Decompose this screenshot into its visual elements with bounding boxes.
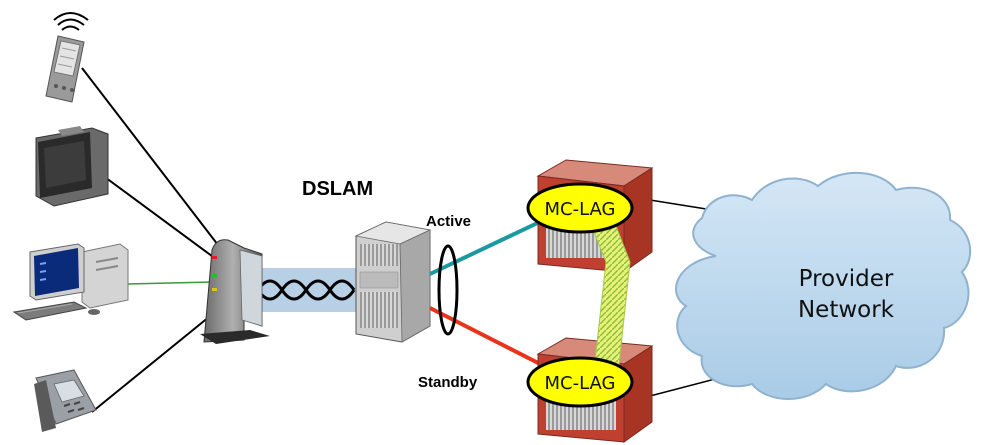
mclag-top: MC-LAG [526, 182, 634, 234]
cloud-label-line2: Network [798, 297, 895, 323]
standby-link [429, 306, 549, 370]
lag-bundle-ellipse [437, 244, 459, 336]
pda-icon [45, 35, 85, 103]
tv-link [97, 171, 221, 263]
pda-link [81, 67, 229, 259]
tv-icon [35, 126, 109, 207]
wifi-icon [53, 12, 89, 31]
ip-phone-icon [34, 369, 97, 432]
device-links [81, 67, 229, 413]
dslam-chassis-icon [354, 221, 432, 343]
phone-link [91, 307, 221, 413]
mclag-bottom-ellipse [526, 356, 634, 408]
modem-icon [200, 239, 270, 344]
mclag-bottom: MC-LAG [526, 356, 634, 408]
mclag-top-ellipse [526, 182, 634, 234]
standby-label: Standby [418, 374, 478, 391]
cloud-icon [675, 172, 971, 400]
cloud-label-line1: Provider [799, 266, 894, 292]
active-label: Active [426, 213, 471, 230]
active-link [429, 216, 549, 276]
mclag-top-label: MC-LAG [545, 199, 616, 220]
desktop-pc-icon [12, 243, 129, 321]
mclag-bottom-label: MC-LAG [545, 373, 616, 394]
pc-link [127, 281, 213, 285]
dslam-label: DSLAM [302, 178, 373, 200]
